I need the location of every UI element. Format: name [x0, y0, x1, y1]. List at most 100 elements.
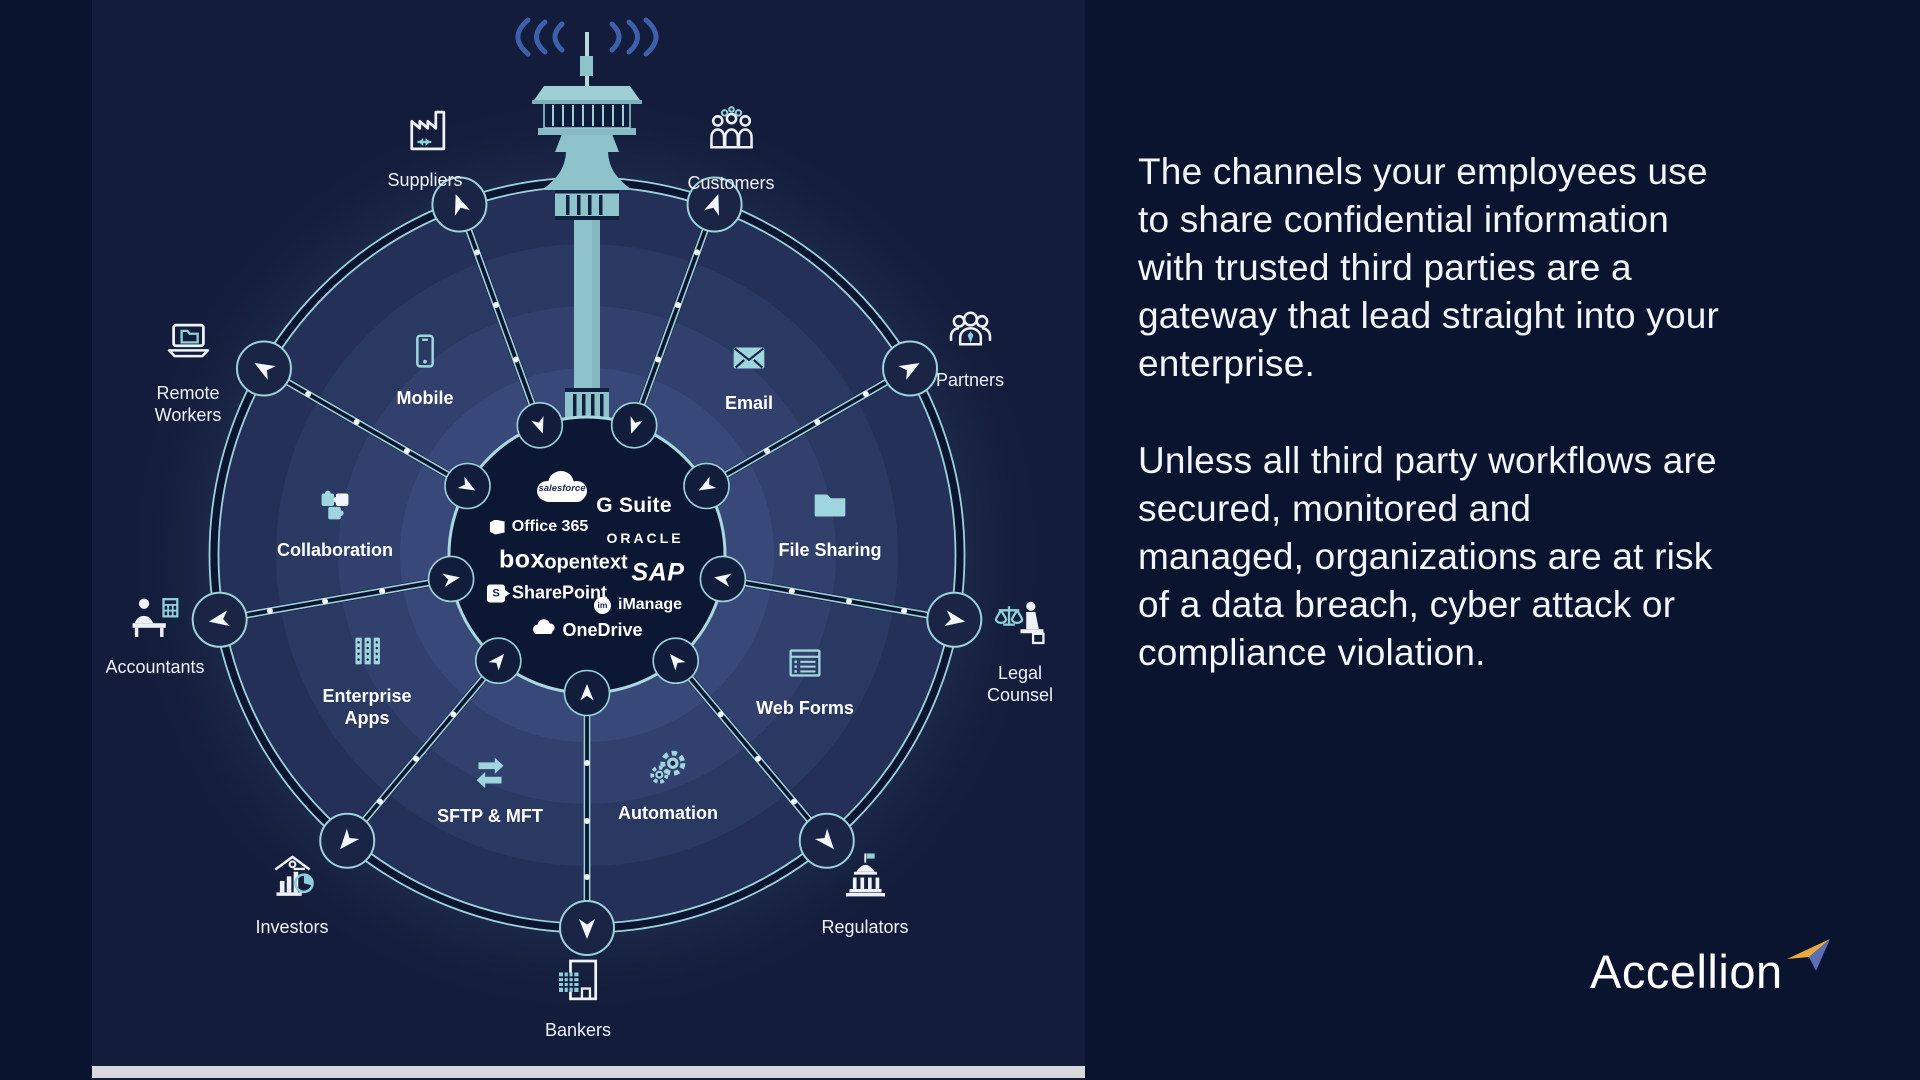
- send-arrow-icon: [457, 476, 476, 491]
- control-tower-icon: [515, 17, 659, 427]
- accountant-desk-icon: [128, 590, 183, 650]
- spoke-dot: [717, 711, 724, 718]
- panel-bottom-strip: [92, 1066, 1085, 1078]
- spoke: [345, 659, 501, 842]
- ring-arrow-node: [686, 176, 743, 233]
- office-365-icon: [489, 519, 505, 535]
- puzzle-collaboration-icon: [312, 482, 358, 533]
- spoke-dot: [754, 755, 761, 762]
- party-bankers: Bankers: [493, 953, 663, 1042]
- channel-email: Email: [664, 335, 834, 415]
- folder-icon: [807, 482, 853, 533]
- imanage-logo: im iManage: [593, 596, 682, 614]
- partners-group-icon: [943, 303, 998, 363]
- spoke-dot: [764, 448, 771, 454]
- send-arrow-icon: [698, 476, 717, 491]
- paragraph-2: Unless all third party workflows are sec…: [1138, 440, 1717, 673]
- factory-icon: [398, 103, 453, 163]
- hub-arrow-node: [652, 637, 700, 685]
- ring-arrow-node: [798, 812, 855, 869]
- spoke-dot: [584, 874, 590, 880]
- send-arrow-icon: [944, 610, 966, 627]
- spoke-dot: [512, 356, 519, 363]
- spoke-dot: [353, 419, 360, 425]
- oracle-logo: ORACLE: [606, 530, 684, 546]
- channel-web-forms: Web Forms: [720, 640, 890, 720]
- hub-arrow-node: [610, 402, 658, 449]
- imanage-icon: im: [593, 596, 611, 614]
- salesforce-cloud-icon: salesforce: [531, 467, 593, 509]
- mobile-icon: [402, 330, 448, 381]
- server-columns-icon: [344, 628, 390, 679]
- channel-automation: Automation: [583, 745, 753, 825]
- investment-chart-icon: [265, 850, 320, 910]
- spoke-dot: [493, 302, 500, 309]
- ring-arrow-node: [882, 340, 939, 397]
- accellion-logo: Accellion: [1590, 939, 1832, 998]
- signal-waves-icon: [515, 17, 659, 57]
- spokes-layer: [191, 176, 983, 956]
- paragraph-1: The channels your employees use to share…: [1138, 151, 1720, 384]
- send-arrow-icon: [669, 653, 686, 671]
- party-remote-workers: Remote Workers: [103, 316, 273, 427]
- spoke: [583, 695, 591, 926]
- hub-arrow-node: [427, 555, 475, 603]
- web-form-icon: [782, 640, 828, 691]
- ring-arrow-node: [431, 176, 488, 233]
- party-suppliers: Suppliers: [340, 103, 510, 192]
- spoke-dot: [814, 419, 821, 425]
- accellion-wordmark: Accellion: [1590, 945, 1783, 998]
- spoke-dot: [322, 598, 329, 605]
- sharepoint-icon: S: [486, 584, 510, 602]
- send-arrow-icon: [254, 363, 276, 380]
- g-suite-logo: G Suite: [596, 494, 672, 517]
- marketing-copy: The channels your employees use to share…: [1138, 148, 1862, 726]
- transfer-arrows-icon: [467, 748, 513, 799]
- opentext-logo: opentext: [544, 551, 628, 574]
- ring-arrow-node: [559, 900, 615, 956]
- spoke: [724, 575, 954, 624]
- send-arrow-icon: [454, 194, 471, 216]
- send-arrow-icon: [714, 573, 732, 587]
- send-arrow-icon: [442, 573, 460, 587]
- send-arrow-icon: [208, 610, 230, 627]
- spoke: [706, 366, 911, 489]
- sharepoint-logo: S SharePoint: [486, 583, 607, 604]
- spoke-dot: [379, 588, 386, 595]
- hub-and-spoke-diagram: [117, 17, 1057, 1025]
- spoke: [263, 366, 468, 489]
- ring-arrow-node: [235, 340, 292, 397]
- ring-arrow-node: [926, 591, 983, 648]
- spoke-dot: [694, 249, 701, 256]
- bank-buildings-icon: [551, 953, 606, 1013]
- hub-arrow-node: [683, 462, 730, 510]
- hub-arrow-node: [699, 555, 747, 603]
- spoke-dot: [790, 798, 797, 805]
- ring-arrow-node: [191, 591, 248, 648]
- spoke-dot: [674, 302, 681, 309]
- spoke: [456, 205, 543, 425]
- hub-arrow-node: [444, 462, 491, 510]
- scales-of-justice-icon: [993, 596, 1048, 656]
- spoke: [220, 575, 450, 624]
- channel-collaboration: Collaboration: [250, 482, 420, 562]
- channel-mobile: Mobile: [340, 330, 510, 410]
- send-arrow-icon: [488, 653, 505, 671]
- spoke-dot: [584, 818, 590, 824]
- party-regulators: Regulators: [780, 850, 950, 939]
- spoke-dot: [403, 448, 410, 454]
- spoke-dot: [305, 391, 312, 397]
- hub-arrow-node: [516, 402, 564, 449]
- spoke-dot: [845, 598, 852, 605]
- spoke-dot: [450, 711, 457, 718]
- send-arrow-icon: [898, 363, 920, 380]
- ring-arrow-node: [319, 812, 376, 869]
- channel-sftp-mft: SFTP & MFT: [405, 748, 575, 828]
- spoke-dot: [655, 356, 662, 363]
- spoke-dot: [413, 755, 420, 762]
- salesforce-logo: salesforce: [531, 467, 593, 509]
- send-arrow-icon: [580, 684, 594, 701]
- gears-icon: [645, 745, 691, 796]
- party-legal-counsel: Legal Counsel: [935, 596, 1105, 707]
